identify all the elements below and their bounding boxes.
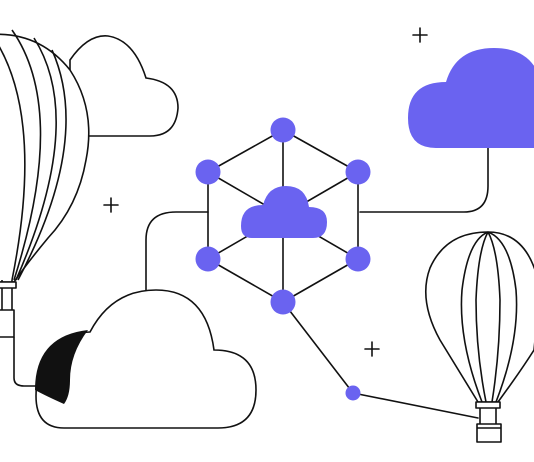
network-node-top bbox=[270, 117, 296, 143]
cloud-icon-top-right bbox=[408, 48, 534, 148]
connector-left bbox=[145, 211, 209, 293]
center-cloud-icon bbox=[241, 186, 327, 238]
network-node-top-right bbox=[345, 159, 371, 185]
network-node-bottom-left bbox=[195, 246, 221, 272]
connector-right bbox=[359, 143, 489, 213]
hot-air-balloon-icon-left bbox=[0, 29, 90, 338]
network-node-bottom-right bbox=[345, 246, 371, 272]
cloud-outline-top bbox=[69, 35, 179, 137]
plus-sparkle-icon-bottom bbox=[364, 341, 380, 357]
network-hexagon-icon bbox=[195, 117, 371, 315]
network-node-top-left bbox=[195, 159, 221, 185]
plus-sparkle-icons bbox=[103, 27, 428, 357]
network-node-bottom bbox=[270, 289, 296, 315]
plus-sparkle-icon-left bbox=[103, 197, 119, 213]
cloud-outline-bottom bbox=[13, 289, 257, 429]
connector-bottom bbox=[282, 301, 354, 394]
plus-sparkle-icon-top bbox=[412, 27, 428, 43]
small-node bbox=[345, 385, 361, 401]
connector-lines bbox=[145, 143, 489, 419]
connector-balloon bbox=[352, 392, 479, 419]
hot-air-balloon-icon-right bbox=[424, 231, 534, 443]
